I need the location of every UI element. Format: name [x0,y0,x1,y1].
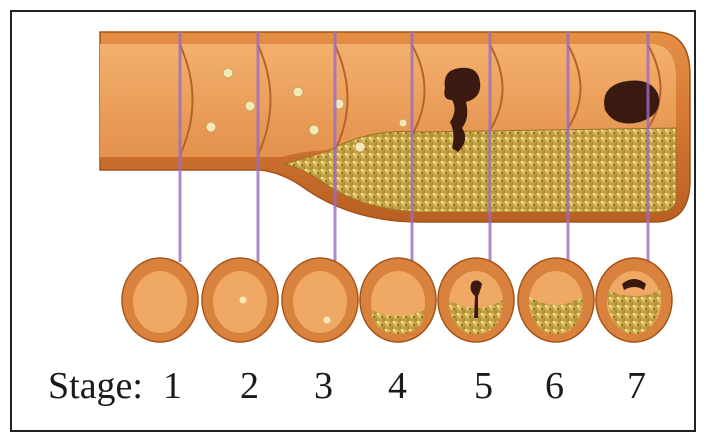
stage-number-1: 1 [163,367,182,405]
stage-number-6: 6 [545,367,564,405]
cross-section-4 [360,258,436,342]
stage-number-3: 3 [314,367,333,405]
stage-number-5: 5 [474,367,493,405]
cross-section-2 [202,258,278,342]
cross-section-1 [122,258,198,342]
cross-section-7 [596,258,672,342]
stage-prefix-label: Stage: [48,367,143,405]
cross-section-5 [438,258,514,342]
cross-section-6 [518,258,594,342]
stage-number-4: 4 [388,367,407,405]
cross-section-3 [282,258,358,342]
stage-number-7: 7 [627,367,646,405]
stage-number-2: 2 [240,367,259,405]
